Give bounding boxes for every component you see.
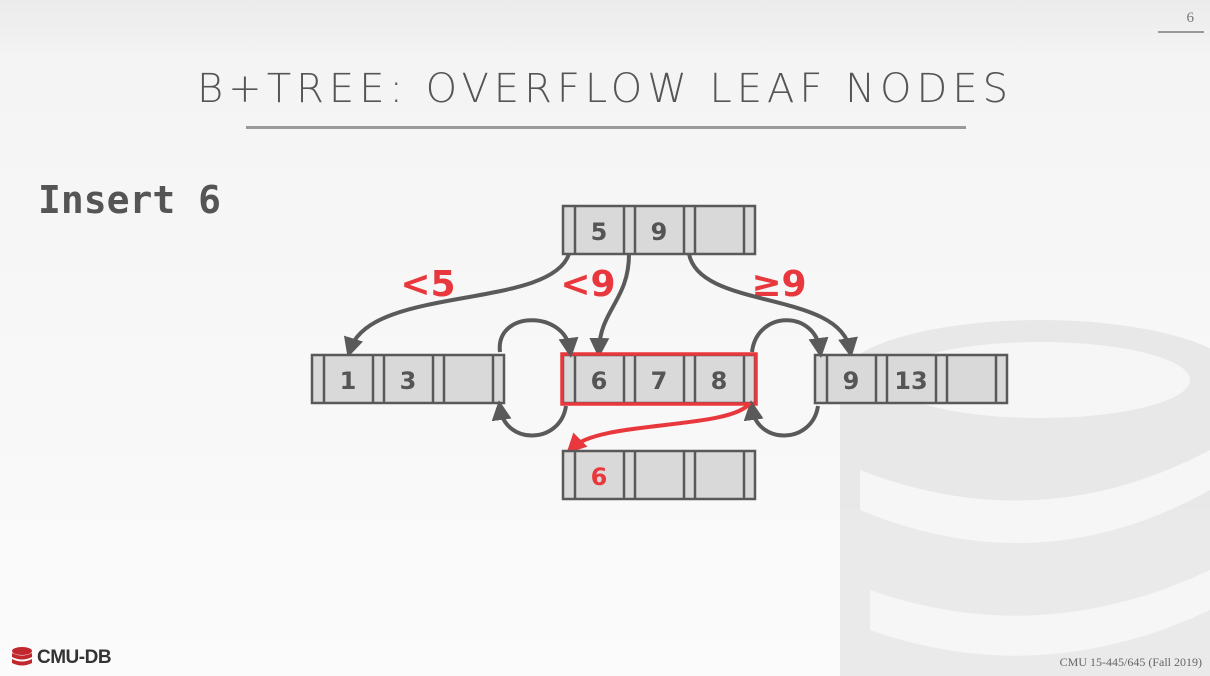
leaf-key: 9 [843,367,860,395]
database-logo-icon [12,647,32,666]
edge-label-less-than-5: <5 [400,264,455,305]
leaf-key: 6 [591,367,608,395]
course-footer: CMU 15-445/645 (Fall 2019) [1059,655,1202,669]
leaf-key: 1 [340,367,357,395]
leaf-key: 8 [711,367,728,395]
root-key: 5 [591,218,608,246]
leaf-node-highlighted: 6 7 8 [560,352,758,406]
overflow-pointer-arrow [566,401,752,454]
root-to-leaf-left-arrow [344,253,571,358]
root-to-leaf-right-arrow [687,253,858,358]
overflow-node: 6 [561,449,757,501]
sibling-pointer-arrow [750,318,829,358]
slide-title: B+TREE: OVERFLOW LEAF NODES [196,66,1013,112]
logo-text: CMU-DB [37,647,112,668]
leaf-node: 9 13 [813,353,1009,405]
overflow-key: 6 [591,463,608,491]
cmu-db-logo: CMU-DB [10,646,112,670]
slide-number: 6 [1186,10,1195,26]
slide-subtitle: Insert 6 [38,178,222,222]
leaf-key: 13 [894,367,927,395]
sibling-pointer-arrow [491,400,568,438]
leaf-key: 7 [651,367,668,395]
sibling-pointer-arrow [497,318,579,358]
slide-number-rule [1158,31,1204,33]
sibling-pointer-arrow [743,400,820,438]
root-node: 5 9 [561,204,757,256]
leaf-node: 1 3 [310,353,506,405]
leaf-key: 3 [400,367,417,395]
root-key: 9 [651,218,668,246]
root-to-leaf-middle-arrow [589,253,631,358]
edge-label-less-than-9: <9 [560,264,615,305]
title-underline [246,126,966,129]
